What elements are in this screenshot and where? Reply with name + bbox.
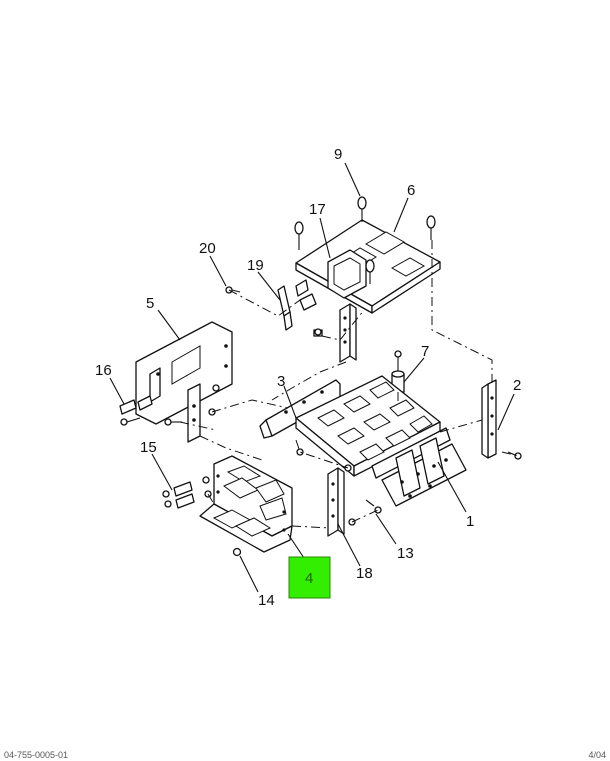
part-19-clip bbox=[277, 285, 293, 331]
part-13-bolt bbox=[365, 499, 382, 514]
eyebolt-9c bbox=[426, 215, 436, 240]
eyebolt-9d bbox=[365, 259, 375, 284]
drawing-number: 04-755-0005-01 bbox=[4, 750, 69, 760]
part-18-post-lower bbox=[327, 467, 356, 537]
callout-5[interactable]: 5 bbox=[146, 295, 154, 312]
callout-6[interactable]: 6 bbox=[407, 182, 415, 199]
part-15-fasteners bbox=[162, 476, 212, 509]
callout-13[interactable]: 13 bbox=[397, 545, 414, 562]
highlight-box-callout-4[interactable] bbox=[288, 556, 331, 599]
callout-16[interactable]: 16 bbox=[95, 362, 112, 379]
callout-4[interactable]: 4 bbox=[305, 570, 313, 587]
callout-18[interactable]: 18 bbox=[356, 565, 373, 582]
leader-lines bbox=[109, 162, 515, 593]
callout-9[interactable]: 9 bbox=[334, 146, 342, 163]
callout-7[interactable]: 7 bbox=[421, 343, 429, 360]
callout-3[interactable]: 3 bbox=[277, 373, 285, 390]
part-18-post-upper bbox=[314, 303, 357, 363]
callout-2[interactable]: 2 bbox=[513, 377, 521, 394]
eyebolt-9a bbox=[357, 196, 367, 222]
drawing-date: 4/04 bbox=[588, 750, 606, 760]
small-clip-parts bbox=[295, 279, 323, 337]
callout-19[interactable]: 19 bbox=[247, 257, 264, 274]
callout-14[interactable]: 14 bbox=[258, 592, 275, 609]
part-16-fasteners bbox=[119, 384, 220, 426]
part-6-top-tray bbox=[294, 196, 441, 314]
callout-20[interactable]: 20 bbox=[199, 240, 216, 257]
callout-17[interactable]: 17 bbox=[309, 201, 326, 218]
part-5-side-plate bbox=[135, 321, 233, 443]
assembly-centerlines bbox=[179, 240, 519, 529]
eyebolt-9b bbox=[294, 221, 304, 250]
callout-labels: 1 2 3 4 5 6 7 9 13 14 15 16 17 18 19 20 bbox=[95, 146, 521, 609]
part-1-lower-tray bbox=[295, 375, 467, 507]
callout-1[interactable]: 1 bbox=[466, 513, 474, 530]
callout-15[interactable]: 15 bbox=[140, 439, 157, 456]
part-4-front-bracket bbox=[199, 455, 293, 553]
part-14-nut bbox=[232, 547, 242, 557]
part-2-right-bar bbox=[481, 379, 522, 460]
